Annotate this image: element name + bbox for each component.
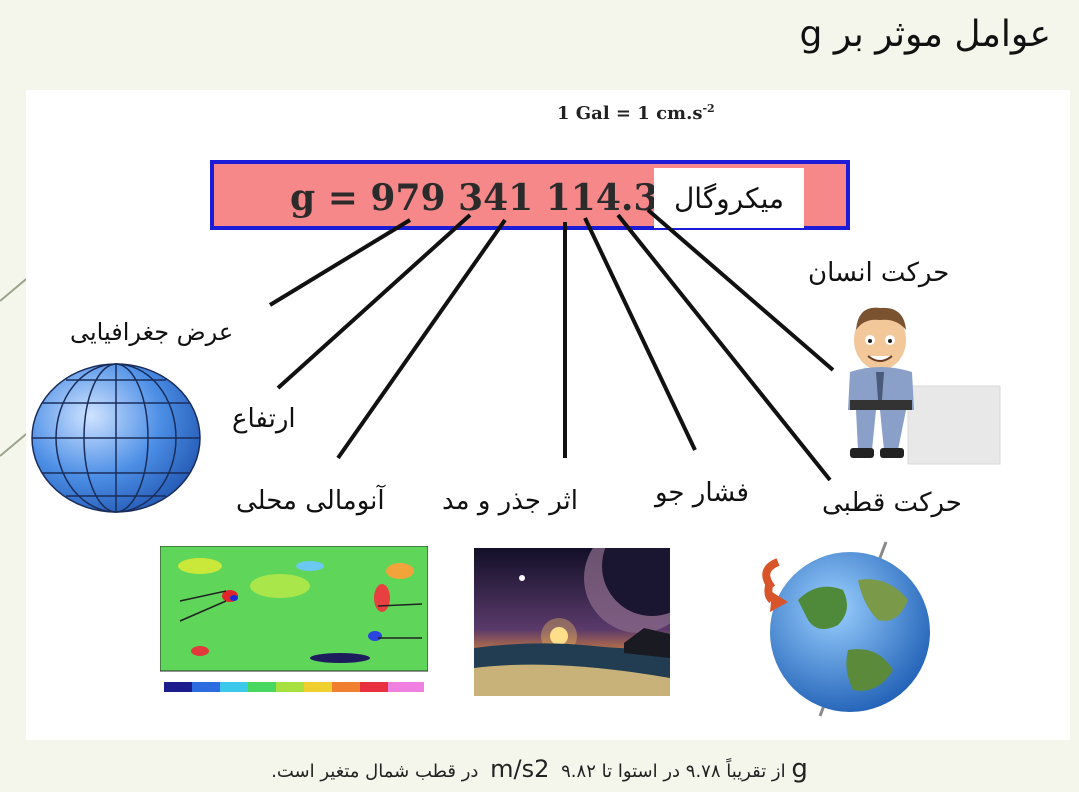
- footer-note: g از تقریباً ۹.۷۸ در استوا تا ۹.۸۲ m/s2 …: [0, 754, 1079, 784]
- connector-polar: [616, 213, 832, 482]
- footer-unit: m/s2: [490, 755, 550, 783]
- connector-altitude: [276, 213, 472, 390]
- label-altitude: ارتفاع: [232, 404, 296, 434]
- label-polar-motion: حرکت قطبی: [822, 488, 962, 518]
- footer-text-part2: در قطب شمال متغیر است.: [271, 761, 479, 782]
- label-human-motion: حرکت انسان: [808, 258, 950, 288]
- label-local-anomaly: آنومالی محلی: [236, 486, 385, 516]
- earth-rotation-icon: [762, 541, 930, 717]
- gravity-map-image: [160, 546, 428, 692]
- label-tide-effect: اثر جذر و مد: [442, 486, 579, 516]
- unit-label: میکروگال: [654, 168, 804, 228]
- connector-pressure: [583, 217, 697, 451]
- label-air-pressure: فشار جو: [655, 478, 749, 508]
- footer-text-part1: از تقریباً ۹.۷۸ در استوا تا ۹.۸۲: [561, 761, 786, 782]
- gravity-value: g = 979 341 114.3: [290, 177, 659, 219]
- person-icon: [848, 307, 1001, 465]
- footer-g-symbol: g: [791, 754, 808, 784]
- gal-definition: 1 Gal = 1 cm.s-2: [557, 102, 715, 124]
- label-latitude: عرض جغرافیایی: [70, 318, 234, 346]
- connector-human: [646, 208, 835, 372]
- connector-anomaly: [336, 218, 507, 460]
- slide-title: عوامل موثر بر g: [799, 14, 1051, 55]
- connector-latitude: [268, 218, 412, 307]
- tide-scene-image: [474, 548, 670, 696]
- globe-icon: [31, 363, 201, 513]
